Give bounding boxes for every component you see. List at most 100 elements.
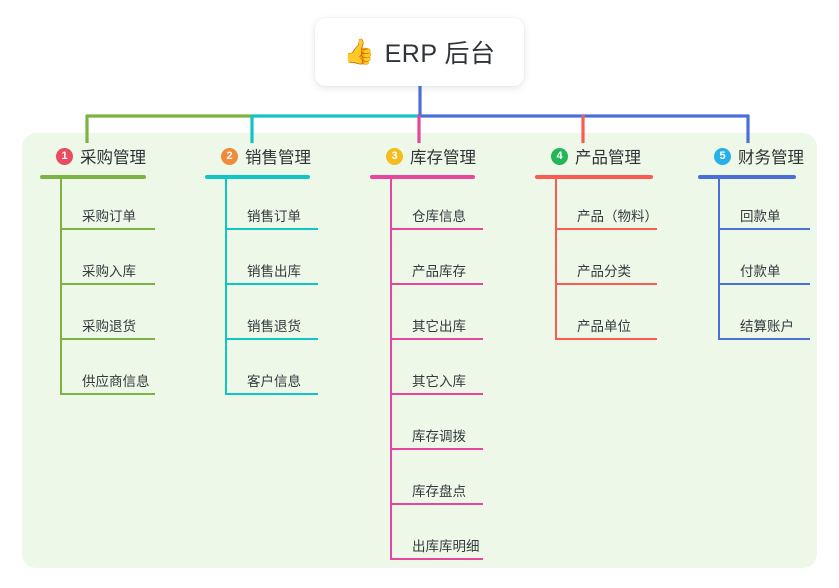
branch-index-badge: 4	[551, 147, 568, 165]
branch-item-rule	[60, 338, 155, 340]
branch-item-rule	[390, 228, 483, 230]
branch-item[interactable]: 库存调拨	[390, 399, 520, 454]
branch-item-rule	[60, 393, 155, 395]
branch-item[interactable]: 其它出库	[390, 289, 520, 344]
branch-title: 库存管理	[410, 149, 476, 167]
branch-spine	[390, 179, 392, 560]
branch-item[interactable]: 回款单	[718, 179, 839, 234]
branch-item-label: 付款单	[740, 264, 781, 279]
branch-spine	[718, 179, 720, 340]
branch-index-badge: 3	[386, 147, 403, 165]
branch-column-3: 3 库存管理仓库信息产品库存其它出库其它入库库存调拨库存盘点出库库明细	[370, 143, 520, 564]
branches-background-panel	[22, 133, 817, 568]
branch-item-label: 产品单位	[577, 319, 631, 334]
branch-item[interactable]: 采购退货	[60, 289, 190, 344]
branch-item-label: 库存盘点	[412, 484, 466, 499]
branch-item-rule	[390, 283, 483, 285]
root-node-label: ERP 后台	[384, 40, 496, 68]
branch-header-2[interactable]: 2 销售管理	[205, 143, 355, 169]
branch-item-rule	[225, 338, 318, 340]
branch-item[interactable]: 结算账户	[718, 289, 839, 344]
branch-title: 销售管理	[245, 149, 311, 167]
branch-item[interactable]: 付款单	[718, 234, 839, 289]
branch-item-list: 回款单付款单结算账户	[698, 179, 839, 344]
branch-item-list: 采购订单采购入库采购退货供应商信息	[40, 179, 190, 399]
branch-item[interactable]: 仓库信息	[390, 179, 520, 234]
branch-header-3[interactable]: 3 库存管理	[370, 143, 520, 169]
branch-item-rule	[390, 448, 483, 450]
branch-item-rule	[390, 393, 483, 395]
branch-item-rule	[555, 338, 657, 340]
branch-item-rule	[718, 283, 810, 285]
branch-item-label: 回款单	[740, 209, 781, 224]
branch-item-label: 其它入库	[412, 374, 466, 389]
thumbs-up-icon: 👍	[343, 37, 375, 66]
branch-item[interactable]: 采购订单	[60, 179, 190, 234]
branch-item-rule	[225, 393, 318, 395]
branch-index-badge: 5	[714, 147, 731, 165]
branch-column-4: 4 产品管理产品（物料） 产品分类产品单位	[535, 143, 685, 344]
branch-spine	[555, 179, 557, 340]
branch-item[interactable]: 其它入库	[390, 344, 520, 399]
branch-item-rule	[390, 338, 483, 340]
branch-column-2: 2 销售管理销售订单销售出库销售退货客户信息	[205, 143, 355, 399]
branch-item-label: 产品（物料）	[577, 209, 658, 224]
branch-column-5: 5 财务管理回款单付款单结算账户	[698, 143, 839, 344]
branch-item-label: 库存调拨	[412, 429, 466, 444]
branch-item-list: 仓库信息产品库存其它出库其它入库库存调拨库存盘点出库库明细	[370, 179, 520, 564]
branch-item-rule	[225, 283, 318, 285]
branch-item-rule	[390, 558, 483, 560]
branch-header-rule	[370, 175, 475, 179]
branch-item-label: 其它出库	[412, 319, 466, 334]
root-node[interactable]: 👍 ERP 后台	[315, 18, 524, 86]
branch-item-label: 销售退货	[247, 319, 301, 334]
branch-header-5[interactable]: 5 财务管理	[698, 143, 839, 169]
branch-item-rule	[60, 228, 155, 230]
branch-title: 采购管理	[80, 149, 146, 167]
branch-item-label: 采购入库	[82, 264, 136, 279]
branch-item[interactable]: 采购入库	[60, 234, 190, 289]
branch-header-rule	[698, 175, 796, 179]
branch-item-label: 采购订单	[82, 209, 136, 224]
branch-item[interactable]: 销售订单	[225, 179, 355, 234]
branch-item-label: 客户信息	[247, 374, 301, 389]
branch-title: 财务管理	[738, 149, 804, 167]
branch-item-label: 采购退货	[82, 319, 136, 334]
branch-item-label: 出库库明细	[412, 539, 480, 554]
branch-item[interactable]: 供应商信息	[60, 344, 190, 399]
branch-index-badge: 2	[221, 147, 238, 165]
branch-item-rule	[718, 338, 810, 340]
branch-item-label: 产品分类	[577, 264, 631, 279]
branch-header-rule	[535, 175, 653, 179]
branch-item-list: 销售订单销售出库销售退货客户信息	[205, 179, 355, 399]
branch-item[interactable]: 出库库明细	[390, 509, 520, 564]
branch-item[interactable]: 库存盘点	[390, 454, 520, 509]
branch-item-label: 供应商信息	[82, 374, 150, 389]
branch-item[interactable]: 销售出库	[225, 234, 355, 289]
branch-item[interactable]: 产品库存	[390, 234, 520, 289]
branch-item[interactable]: 产品（物料）	[555, 179, 685, 234]
branch-item[interactable]: 客户信息	[225, 344, 355, 399]
branch-item[interactable]: 销售退货	[225, 289, 355, 344]
branch-item-list: 产品（物料） 产品分类产品单位	[535, 179, 685, 344]
branch-header-rule	[205, 175, 310, 179]
branch-item-rule	[555, 283, 657, 285]
branch-item-label: 销售出库	[247, 264, 301, 279]
branch-item-rule	[555, 228, 657, 230]
branch-item-label: 仓库信息	[412, 209, 466, 224]
branch-title: 产品管理	[575, 149, 641, 167]
branch-item-rule	[60, 283, 155, 285]
branch-item[interactable]: 产品分类	[555, 234, 685, 289]
branch-header-rule	[40, 175, 146, 179]
branch-item-rule	[718, 228, 810, 230]
branch-header-4[interactable]: 4 产品管理	[535, 143, 685, 169]
branch-item-rule	[390, 503, 483, 505]
branch-item-label: 销售订单	[247, 209, 301, 224]
branch-spine	[60, 179, 62, 395]
branch-item[interactable]: 产品单位	[555, 289, 685, 344]
branch-item-label: 结算账户	[740, 319, 794, 334]
branch-item-label: 产品库存	[412, 264, 466, 279]
